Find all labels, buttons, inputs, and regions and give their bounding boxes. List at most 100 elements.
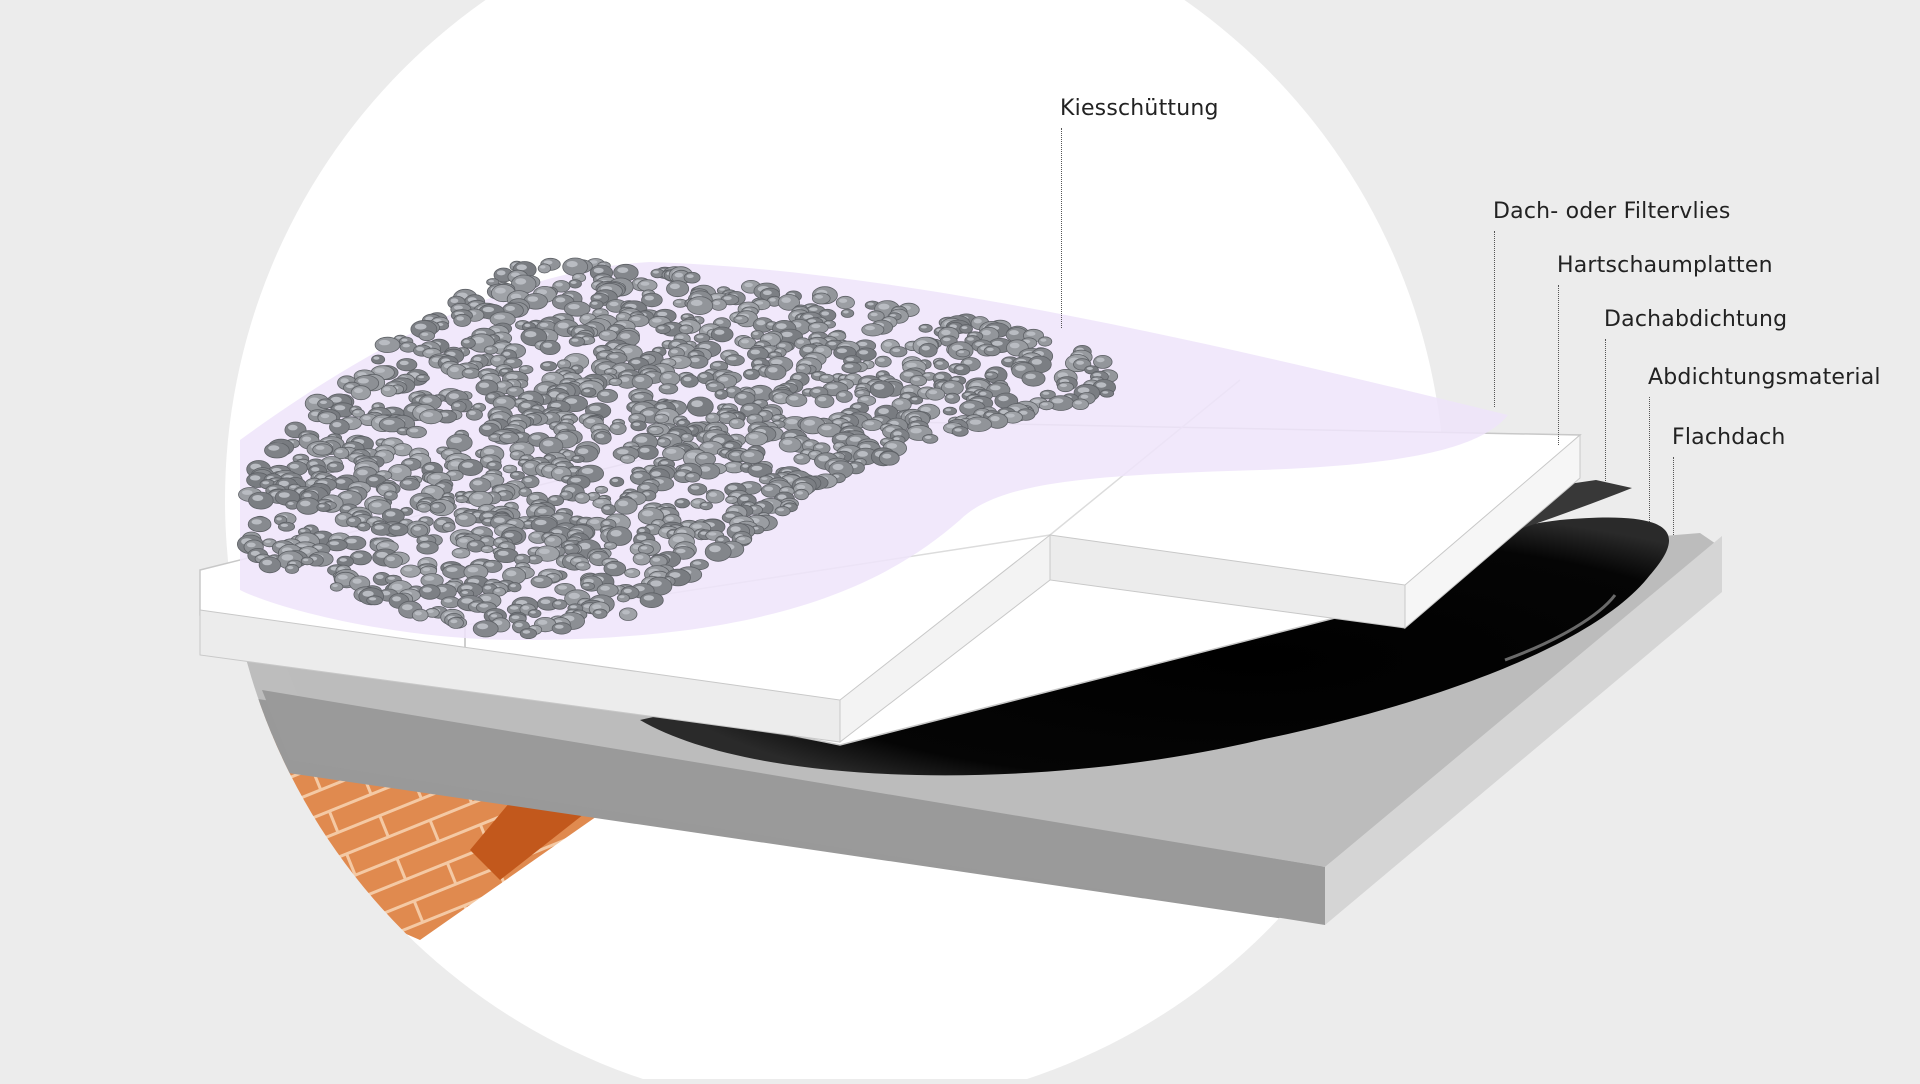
gravel-highlight (595, 610, 602, 614)
gravel-highlight (461, 591, 469, 594)
gravel-highlight (513, 444, 525, 450)
gravel-highlight (877, 358, 885, 362)
gravel-stone (442, 522, 456, 533)
gravel-stone (499, 432, 520, 444)
gravel-highlight (609, 301, 619, 307)
gravel-highlight (817, 396, 827, 402)
gravel-stone (472, 620, 499, 638)
gravel-highlight (387, 576, 395, 580)
gravel-highlight (606, 369, 612, 373)
gravel-highlight (920, 325, 927, 329)
gravel-stone (418, 584, 441, 600)
gravel-highlight (385, 511, 396, 517)
gravel-stone (874, 355, 892, 368)
gravel-stone (740, 449, 764, 465)
gravel-stone (724, 354, 745, 367)
gravel-highlight (682, 314, 689, 318)
gravel-highlight (563, 415, 572, 420)
gravel-highlight (280, 523, 289, 528)
gravel-stone (983, 345, 1001, 357)
gravel-highlight (882, 439, 889, 443)
gravel-highlight (956, 366, 964, 370)
gravel-highlight (652, 557, 661, 562)
gravel-highlight (836, 434, 848, 441)
gravel-stone (396, 358, 418, 372)
gravel-stone (461, 367, 481, 379)
gravel-stone (329, 418, 350, 435)
gravel-highlight (771, 359, 783, 365)
gravel-highlight (565, 545, 574, 550)
gravel-highlight (577, 563, 585, 567)
gravel-stone (571, 454, 585, 463)
gravel-highlight (374, 368, 385, 373)
gravel-highlight (663, 360, 670, 364)
gravel-highlight (1019, 410, 1028, 415)
gravel-highlight (941, 329, 951, 336)
gravel-highlight (524, 521, 532, 525)
gravel-highlight (369, 597, 377, 601)
gravel-highlight (828, 341, 837, 346)
gravel-stone (918, 323, 933, 333)
gravel-highlight (449, 366, 459, 373)
gravel-highlight (567, 356, 579, 363)
gravel-highlight (954, 428, 962, 432)
gravel-highlight (858, 341, 868, 347)
gravel-highlight (498, 492, 507, 496)
gravel-stone (537, 263, 552, 274)
gravel-stone (598, 329, 618, 342)
gravel-highlight (424, 464, 435, 471)
gravel-highlight (391, 525, 401, 530)
gravel-highlight (751, 465, 763, 471)
gravel-highlight (463, 339, 470, 344)
gravel-stone (909, 395, 924, 405)
gravel-highlight (503, 351, 511, 356)
gravel-highlight (392, 596, 401, 602)
gravel-stone (507, 581, 522, 593)
gravel-highlight (348, 518, 356, 522)
gravel-stone (608, 377, 623, 386)
gravel-highlight (967, 337, 974, 341)
gravel-highlight (753, 331, 759, 336)
gravel-highlight (399, 360, 409, 366)
gravel-highlight (515, 622, 523, 628)
gravel-highlight (952, 377, 960, 381)
gravel-highlight (424, 488, 436, 494)
leader-sealant (1649, 397, 1650, 522)
gravel-highlight (601, 331, 610, 336)
gravel-highlight (921, 345, 930, 351)
gravel-highlight (419, 505, 426, 508)
gravel-highlight (682, 434, 689, 438)
gravel-highlight (593, 295, 602, 299)
gravel-highlight (386, 556, 395, 562)
gravel-highlight (707, 414, 715, 419)
gravel-highlight (529, 556, 537, 560)
gravel-stone (942, 406, 958, 416)
gravel-highlight (893, 431, 902, 437)
gravel-highlight (450, 437, 463, 444)
gravel-highlight (652, 573, 661, 577)
gravel-highlight (712, 362, 721, 367)
gravel-stone (704, 541, 732, 562)
gravel-stone (357, 521, 371, 532)
gravel-highlight (568, 592, 580, 600)
gravel-highlight (346, 538, 357, 544)
gravel-highlight (840, 376, 846, 379)
gravel-highlight (568, 304, 580, 310)
gravel-stone (465, 408, 483, 421)
gravel-stone (774, 505, 791, 517)
gravel-highlight (517, 322, 525, 326)
gravel-highlight (640, 484, 650, 490)
gravel-highlight (714, 329, 725, 335)
gravel-highlight (633, 422, 641, 426)
gravel-highlight (709, 383, 718, 388)
gravel-highlight (990, 385, 1001, 391)
gravel-highlight (490, 435, 498, 438)
gravel-highlight (808, 319, 816, 323)
gravel-highlight (796, 484, 806, 490)
gravel-highlight (652, 270, 659, 274)
gravel-stone (366, 595, 383, 606)
gravel-highlight (424, 576, 435, 581)
gravel-highlight (1059, 383, 1068, 388)
gravel-highlight (870, 312, 878, 317)
